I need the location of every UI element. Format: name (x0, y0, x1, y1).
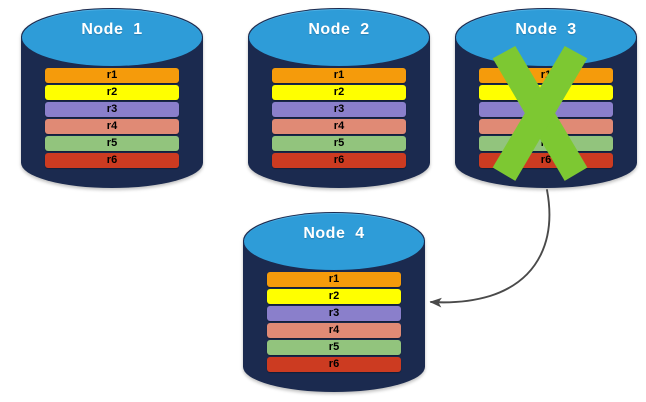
row-bar[interactable]: r5 (271, 136, 407, 151)
cylinder-top-ellipse (244, 213, 424, 270)
node-title: Node 2 (308, 21, 370, 38)
row-bar[interactable]: r2 (266, 289, 402, 304)
row-bar[interactable]: r4 (478, 119, 614, 134)
cylinder-top-ellipse (22, 9, 202, 66)
node-cylinder-2[interactable]: Node 2 r1 r2 r3 r4 r5 r6 (248, 8, 430, 188)
row-bar[interactable]: r1 (44, 68, 180, 83)
node-row-list: r1 r2 r3 r4 r5 r6 (271, 68, 407, 168)
node-cylinder-4[interactable]: Node 4 r1 r2 r3 r4 r5 r6 (243, 212, 425, 392)
node-row-list: r1 r2 r3 r4 r5 r6 (478, 68, 614, 168)
row-bar[interactable]: r4 (44, 119, 180, 134)
row-bar[interactable]: r6 (266, 357, 402, 372)
row-bar[interactable]: r4 (271, 119, 407, 134)
row-bar[interactable]: r5 (478, 136, 614, 151)
row-bar[interactable]: r2 (271, 85, 407, 100)
row-bar[interactable]: r1 (266, 272, 402, 287)
row-bar[interactable]: r5 (44, 136, 180, 151)
cylinder-top-ellipse (249, 9, 429, 66)
row-bar[interactable]: r3 (44, 102, 180, 117)
node-row-list: r1 r2 r3 r4 r5 r6 (44, 68, 180, 168)
arrow-path (429, 189, 551, 308)
node-row-list: r1 r2 r3 r4 r5 r6 (266, 272, 402, 372)
node-title: Node 1 (81, 21, 143, 38)
node-cylinder-1[interactable]: Node 1 r1 r2 r3 r4 r5 r6 (21, 8, 203, 188)
node-cylinder-3[interactable]: Node 3 r1 r2 r3 r4 r5 r6 (455, 8, 637, 188)
node-title: Node 4 (303, 225, 365, 242)
row-bar[interactable]: r2 (478, 85, 614, 100)
row-bar[interactable]: r6 (478, 153, 614, 168)
node-title: Node 3 (515, 21, 577, 38)
row-bar[interactable]: r3 (266, 306, 402, 321)
row-bar[interactable]: r1 (271, 68, 407, 83)
row-bar[interactable]: r4 (266, 323, 402, 338)
row-bar[interactable]: r3 (271, 102, 407, 117)
row-bar[interactable]: r1 (478, 68, 614, 83)
row-bar[interactable]: r6 (44, 153, 180, 168)
row-bar[interactable]: r6 (271, 153, 407, 168)
row-bar[interactable]: r2 (44, 85, 180, 100)
row-bar[interactable]: r3 (478, 102, 614, 117)
row-bar[interactable]: r5 (266, 340, 402, 355)
